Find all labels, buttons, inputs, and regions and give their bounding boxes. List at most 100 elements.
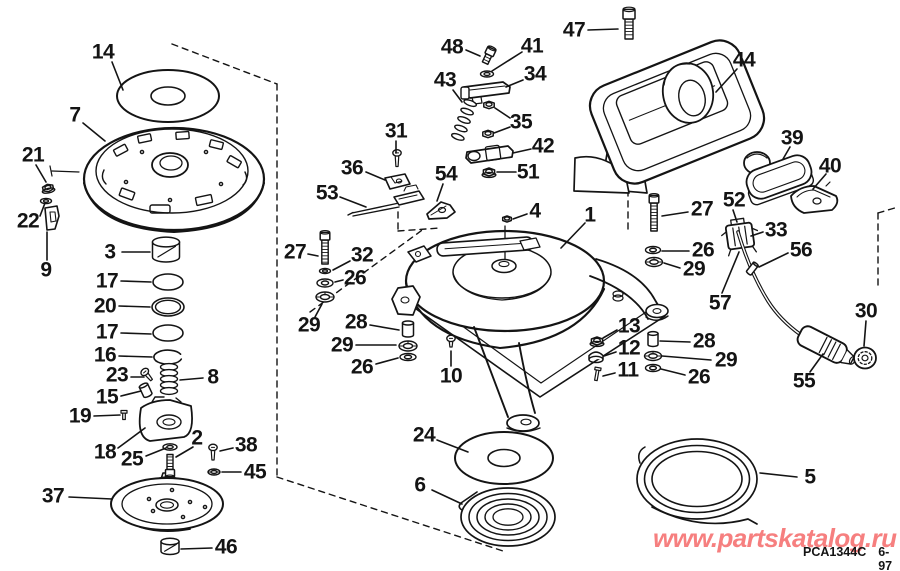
leader-line	[39, 202, 46, 217]
part-44-handle-bracket	[573, 39, 766, 194]
part-2-bolt	[164, 453, 176, 479]
fastener-parts-layer	[39, 6, 877, 556]
part-43-spring	[450, 99, 478, 141]
part-27-bolt	[648, 192, 660, 232]
leader-line	[111, 61, 124, 91]
leader-line	[369, 324, 400, 331]
part-56-cylinder	[745, 261, 759, 276]
part-9-clip	[44, 205, 60, 231]
leader-line	[120, 280, 152, 283]
part-47-bolt	[622, 6, 636, 40]
leader-line	[659, 340, 691, 343]
leader-line	[782, 146, 791, 160]
leader-line	[35, 164, 47, 183]
part-17-ring	[152, 273, 184, 291]
leader-line	[602, 372, 616, 377]
leader-line	[117, 427, 146, 449]
leader-line	[758, 252, 789, 268]
part-11-pin	[593, 366, 602, 382]
part-38-screw	[208, 443, 218, 461]
leader-line	[465, 49, 481, 57]
part-42-link	[465, 144, 514, 164]
part-34-lock-bracket	[460, 81, 511, 105]
part-26-washer	[399, 352, 417, 362]
leader-line	[436, 439, 469, 453]
part-code: PCA1344C	[803, 545, 867, 559]
leader-line	[863, 320, 867, 347]
leader-line	[68, 496, 113, 500]
leader-line	[120, 390, 142, 397]
leader-line	[175, 446, 194, 458]
part-23-screw	[140, 367, 154, 382]
leader-line	[494, 107, 511, 119]
part-55-cable-connector	[796, 325, 856, 365]
leader-line	[512, 148, 532, 154]
part-37-friction-plate	[110, 472, 224, 532]
leader-lines-layer	[35, 28, 867, 550]
leader-line	[93, 414, 121, 417]
part-51-nutflange	[481, 167, 497, 179]
part-29-lockwasher	[644, 256, 664, 268]
leader-line	[812, 173, 827, 190]
leader-line	[587, 28, 619, 31]
part-48-bolt	[481, 45, 497, 66]
part-14-friction-washer	[116, 69, 220, 123]
leader-line	[82, 122, 106, 142]
leader-line	[663, 262, 681, 269]
leader-line	[721, 251, 740, 294]
part-17-ring	[152, 324, 184, 342]
part-26-washer	[644, 363, 662, 373]
leader-line	[145, 447, 167, 457]
leader-line	[375, 357, 399, 365]
part-15-cylinder	[138, 382, 153, 399]
part-22-washer	[39, 197, 53, 205]
date-code: 6-97	[878, 545, 893, 571]
part-45-lockwasher	[207, 468, 221, 476]
part-29-lockwasher	[643, 350, 663, 362]
leader-line	[332, 260, 351, 271]
part-3-cylinder	[151, 236, 181, 263]
part-16-cring	[153, 349, 183, 365]
part-31-screw	[392, 148, 402, 168]
part-57-lockout-cable	[736, 230, 803, 337]
part-29-lockwasher	[398, 340, 418, 352]
leader-line	[493, 126, 511, 134]
leader-line	[602, 329, 618, 339]
leader-line	[314, 303, 323, 318]
leader-line	[219, 447, 234, 452]
part-21-nutflange	[41, 183, 56, 194]
leader-line	[603, 351, 617, 357]
part-1-recoil-housing	[391, 225, 669, 433]
leader-line	[809, 353, 824, 373]
part-6-recoil-spring	[458, 487, 556, 547]
leader-line	[750, 231, 764, 237]
leader-line	[339, 196, 367, 208]
part-28-cylinder	[647, 330, 659, 348]
part-18-retainer-cup	[138, 396, 193, 442]
part-53-lockout-rod	[347, 184, 425, 217]
leader-line	[759, 472, 798, 478]
leader-line	[431, 489, 463, 505]
part-20-ring2	[151, 297, 185, 317]
leader-line	[334, 279, 344, 283]
part-27-bolt	[319, 229, 331, 265]
leader-line	[512, 213, 528, 220]
part-41-washer	[479, 70, 495, 78]
part-13-nutflange	[589, 336, 605, 348]
leader-line	[118, 305, 151, 308]
part-54-pawl	[426, 201, 456, 220]
leader-line	[491, 51, 523, 72]
pulley-index-bracket	[49, 165, 80, 177]
part-46-cylinder	[160, 537, 180, 556]
part-39-handle-grip	[743, 151, 815, 206]
part-5-starter-rope	[636, 438, 758, 525]
part-19-pin	[120, 409, 128, 421]
part-12-capnut	[588, 351, 604, 364]
part-25-washer	[162, 443, 178, 451]
leader-line	[660, 368, 686, 376]
part-24-washer	[454, 431, 554, 485]
leader-line	[118, 355, 153, 358]
part-35-nut	[482, 129, 494, 139]
